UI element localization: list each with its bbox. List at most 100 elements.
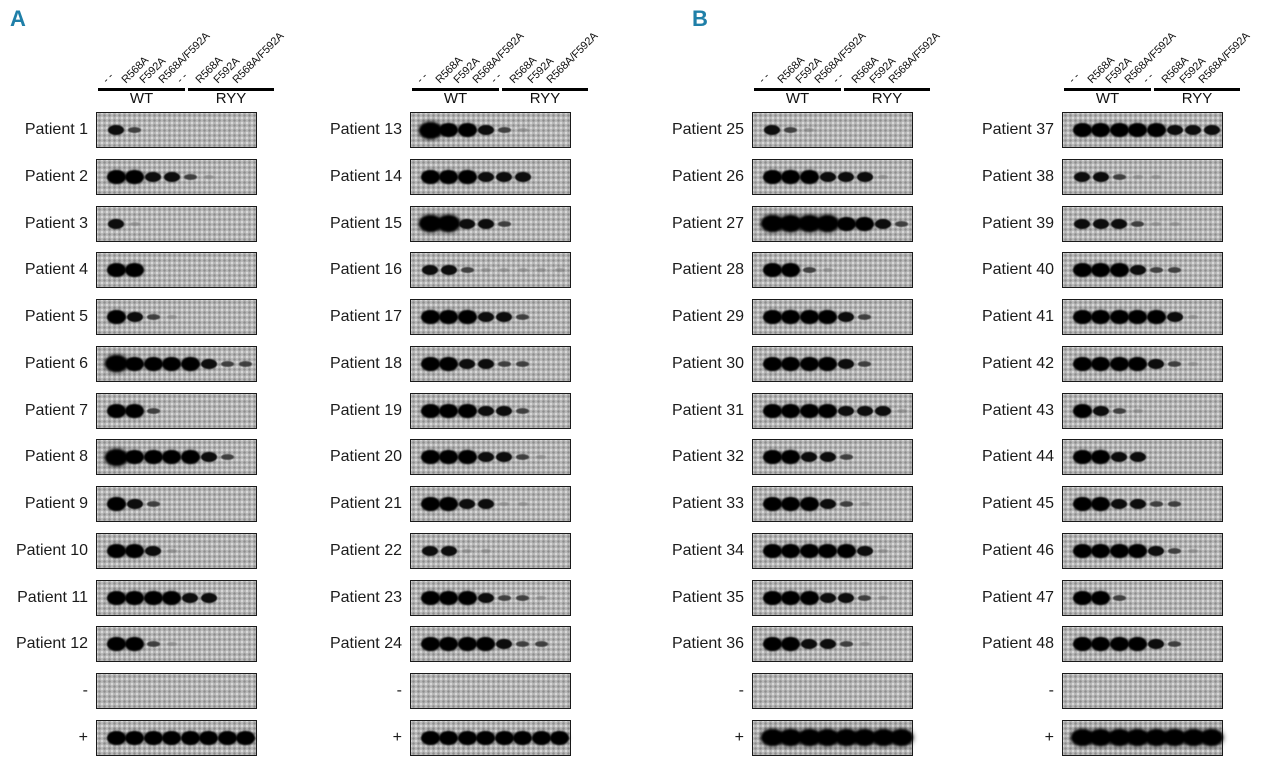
blot-dot-lane-5 bbox=[496, 405, 512, 416]
blot-strip bbox=[1062, 299, 1223, 335]
blot-dot-lane-1 bbox=[106, 590, 126, 605]
blot-dot-lane-6 bbox=[199, 730, 218, 745]
blot-dot-lane-1 bbox=[106, 403, 126, 418]
blot-dot-lane-2 bbox=[1091, 450, 1110, 465]
blot-dot-lane-4 bbox=[1128, 637, 1147, 652]
blot-dot-lane-1 bbox=[420, 497, 440, 511]
blot-dot-lane-3 bbox=[799, 590, 819, 605]
blot-dot-lane-6 bbox=[200, 452, 217, 463]
blot-dot-lane-6 bbox=[1168, 641, 1181, 648]
blot-dot-lane-3 bbox=[802, 267, 816, 274]
blot-dot-lane-3 bbox=[145, 171, 161, 182]
blot-strip bbox=[96, 299, 257, 335]
blot-dot-lane-1 bbox=[760, 215, 784, 232]
blot-dot-lane-3 bbox=[1109, 543, 1129, 558]
blot-dot-lane-6 bbox=[859, 642, 870, 647]
lane-label-8: R568A/F592A bbox=[1196, 30, 1252, 86]
blot-dot-lane-6 bbox=[855, 216, 874, 231]
blot-dot-lane-3 bbox=[146, 407, 160, 414]
blot-dot-lane-7 bbox=[875, 218, 891, 229]
row-label: Patient 44 bbox=[981, 448, 1054, 466]
row-label: - bbox=[396, 682, 402, 699]
group-bracket-ryy bbox=[844, 88, 930, 91]
blot-dot-lane-2 bbox=[126, 499, 143, 509]
blot-dot-lane-4 bbox=[477, 218, 494, 229]
blot-dot-lane-3 bbox=[1109, 123, 1129, 137]
blot-dot-lane-3 bbox=[462, 548, 472, 553]
blot-dot-lane-4 bbox=[1131, 220, 1144, 227]
blot-dot-lane-7 bbox=[1188, 548, 1198, 553]
blot-dot-lane-6 bbox=[856, 171, 873, 182]
blot-dot-lane-4 bbox=[1128, 543, 1147, 558]
blot-dot-lane-2 bbox=[125, 590, 144, 605]
blot-dot-lane-1 bbox=[106, 497, 126, 511]
blot-dot-lane-3 bbox=[797, 215, 821, 232]
blot-dot-lane-4 bbox=[1128, 356, 1147, 371]
row-label: + bbox=[1044, 728, 1054, 746]
blot-dot-lane-3 bbox=[146, 501, 160, 507]
blot-strip bbox=[96, 673, 257, 709]
lane-label-1: - - bbox=[414, 70, 430, 86]
blot-strip bbox=[96, 112, 257, 148]
blot-dot-lane-2 bbox=[784, 127, 797, 133]
row-label: Patient 26 bbox=[671, 167, 744, 185]
blot-dot-lane-3 bbox=[804, 128, 814, 132]
blot-strip bbox=[752, 486, 913, 522]
blot-dot-lane-1 bbox=[106, 543, 126, 558]
blot-dot-lane-1 bbox=[1072, 356, 1092, 371]
blot-dot-lane-1 bbox=[418, 121, 442, 139]
blot-dot-lane-3 bbox=[459, 218, 475, 229]
blot-dot-lane-6 bbox=[516, 454, 529, 461]
row-label: Patient 4 bbox=[24, 261, 88, 279]
blot-strip bbox=[1062, 345, 1223, 382]
group-label-wt: WT bbox=[1095, 90, 1120, 107]
blot-dot-lane-8 bbox=[890, 729, 913, 747]
blot-strip bbox=[1062, 439, 1223, 476]
blot-dot-lane-1 bbox=[762, 310, 782, 324]
blot-dot-lane-4 bbox=[818, 356, 837, 371]
blot-dot-lane-1 bbox=[762, 590, 782, 605]
blot-strip bbox=[96, 626, 257, 663]
blot-strip bbox=[410, 579, 571, 616]
lane-label-1: - - bbox=[756, 70, 772, 86]
blot-dot-lane-4 bbox=[162, 356, 181, 371]
blot-dot-lane-2 bbox=[1091, 310, 1110, 324]
blot-dot-lane-1 bbox=[760, 729, 784, 747]
blot-dot-lane-6 bbox=[1168, 360, 1181, 367]
blot-dot-lane-5 bbox=[496, 312, 512, 322]
blot-strip bbox=[96, 486, 257, 522]
blot-dot-lane-1 bbox=[420, 590, 440, 605]
row-label: Patient 9 bbox=[24, 495, 88, 512]
blot-dot-lane-7 bbox=[878, 174, 888, 179]
blot-dot-lane-1 bbox=[104, 448, 128, 466]
blot-dot-lane-8 bbox=[239, 360, 252, 367]
blot-dot-lane-3 bbox=[799, 169, 819, 184]
blot-dot-lane-3 bbox=[459, 499, 475, 509]
blot-dot-lane-5 bbox=[496, 452, 512, 463]
blot-dot-lane-6 bbox=[516, 594, 529, 601]
blot-dot-lane-4 bbox=[1132, 408, 1143, 413]
blot-dot-lane-5 bbox=[1149, 501, 1163, 507]
row-label: Patient 11 bbox=[17, 588, 88, 606]
row-label: Patient 15 bbox=[329, 214, 402, 232]
blot-dot-lane-5 bbox=[838, 405, 854, 416]
blot-dot-lane-1 bbox=[762, 356, 782, 371]
blot-dot-lane-1 bbox=[1074, 218, 1090, 229]
row-label: Patient 12 bbox=[15, 635, 88, 653]
row-label: Patient 25 bbox=[671, 121, 744, 138]
group-label-ryy: RYY bbox=[871, 90, 903, 107]
row-label: Patient 43 bbox=[981, 401, 1054, 419]
blot-dot-lane-2 bbox=[781, 497, 800, 511]
blot-dot-lane-2 bbox=[779, 729, 802, 747]
blot-dot-lane-4 bbox=[1126, 729, 1149, 747]
blot-dot-lane-6 bbox=[514, 171, 531, 182]
row-label: Patient 35 bbox=[671, 588, 744, 606]
blot-dot-lane-4 bbox=[162, 730, 181, 745]
blot-dot-lane-4 bbox=[477, 358, 494, 369]
blot-dot-lane-7 bbox=[536, 268, 546, 273]
blot-dot-lane-2 bbox=[781, 543, 800, 558]
blot-dot-lane-8 bbox=[554, 268, 565, 273]
blot-dot-lane-4 bbox=[477, 592, 494, 603]
row-label: Patient 46 bbox=[981, 541, 1054, 559]
